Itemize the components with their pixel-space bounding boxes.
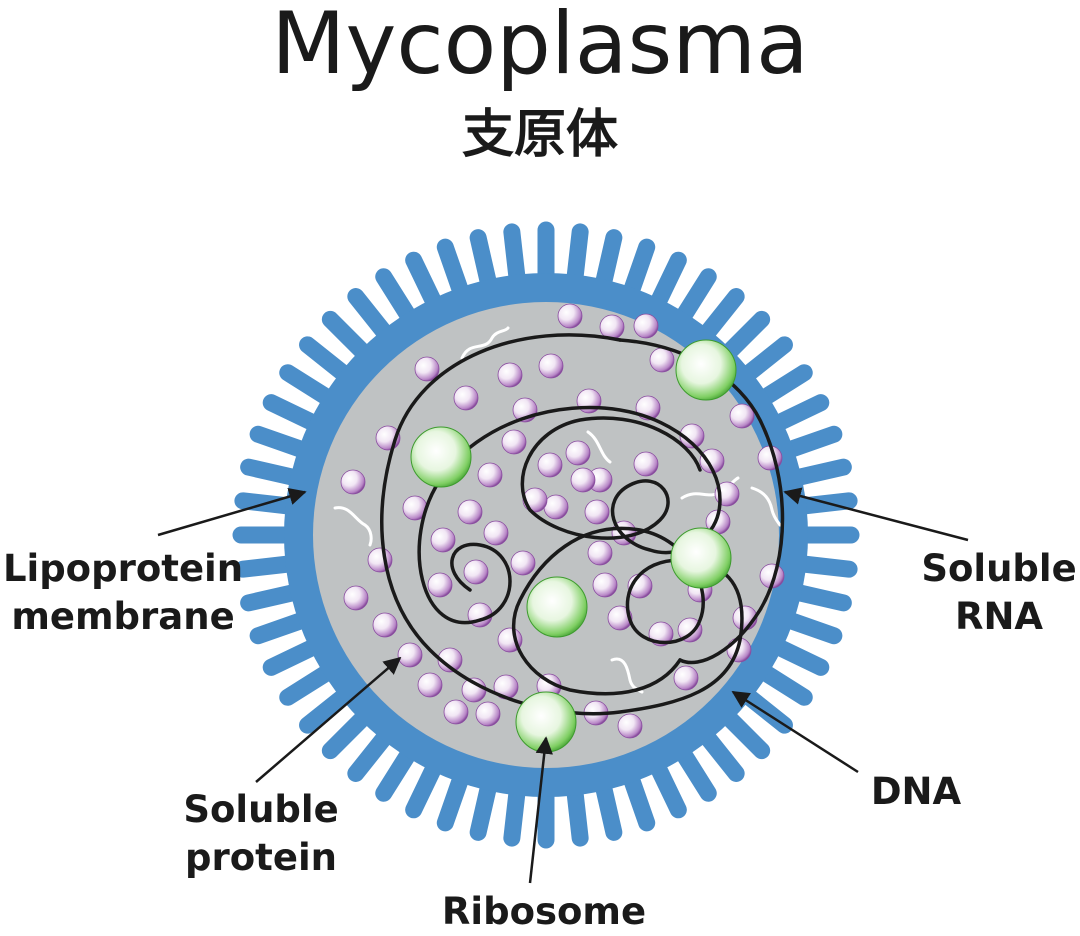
protein	[617, 713, 643, 739]
protein	[679, 423, 705, 449]
rna-strand	[460, 326, 510, 360]
protein	[510, 550, 536, 576]
protein	[557, 303, 583, 329]
rna-strand	[333, 506, 373, 547]
protein	[397, 642, 423, 668]
protein	[501, 429, 527, 455]
label-ribosome: Ribosome	[441, 890, 647, 933]
protein	[599, 314, 625, 340]
protein	[457, 499, 483, 525]
label-soluble-protein: Soluble protein	[176, 786, 346, 882]
protein	[430, 527, 456, 553]
label-soluble-rna: Soluble RNA	[918, 545, 1080, 641]
protein	[497, 362, 523, 388]
arrow-lipoprotein	[157, 488, 307, 537]
arrow-dna	[731, 690, 859, 774]
label-lipoprotein-membrane: Lipoprotein membrane	[0, 545, 246, 641]
protein	[677, 617, 703, 643]
protein	[576, 388, 602, 414]
protein	[538, 353, 564, 379]
protein	[343, 585, 369, 611]
protein	[483, 520, 509, 546]
rna-strand	[750, 486, 782, 527]
protein	[607, 605, 633, 631]
protein	[584, 499, 610, 525]
protein	[463, 559, 489, 585]
protein	[649, 347, 675, 373]
label-line: Lipoprotein	[2, 547, 244, 590]
protein	[443, 699, 469, 725]
ribosomes	[410, 339, 737, 753]
protein	[587, 540, 613, 566]
protein	[633, 451, 659, 477]
protein	[414, 356, 440, 382]
protein	[673, 665, 699, 691]
label-line: Soluble	[183, 788, 339, 831]
protein	[475, 701, 501, 727]
arrow-soluble-protein	[255, 656, 402, 783]
ribosome	[675, 339, 737, 401]
ribosome	[670, 527, 732, 589]
arrow-soluble-rna	[783, 487, 969, 542]
label-line: RNA	[954, 595, 1044, 638]
ribosome	[410, 426, 472, 488]
label-dna: DNA	[870, 770, 962, 813]
protein	[340, 469, 366, 495]
protein	[537, 452, 563, 478]
soluble-proteins	[340, 303, 785, 739]
protein	[477, 462, 503, 488]
protein	[592, 572, 618, 598]
label-line: Soluble	[921, 547, 1077, 590]
diagram-title: Mycoplasma	[271, 0, 809, 94]
arrow-ribosome	[528, 736, 553, 884]
rna-strand	[586, 430, 612, 464]
protein	[437, 647, 463, 673]
label-line: membrane	[11, 595, 235, 638]
dna-strand-inner	[417, 405, 722, 625]
ribosome	[526, 576, 588, 638]
label-arrows	[157, 487, 969, 884]
protein	[417, 672, 443, 698]
protein	[543, 494, 569, 520]
diagram-subtitle: 支原体	[461, 105, 618, 165]
protein	[570, 467, 596, 493]
protein	[633, 313, 659, 339]
protein	[729, 403, 755, 429]
protein	[453, 385, 479, 411]
protein	[699, 448, 725, 474]
protein	[372, 612, 398, 638]
protein	[565, 440, 591, 466]
protein	[427, 572, 453, 598]
label-line: protein	[185, 836, 337, 879]
